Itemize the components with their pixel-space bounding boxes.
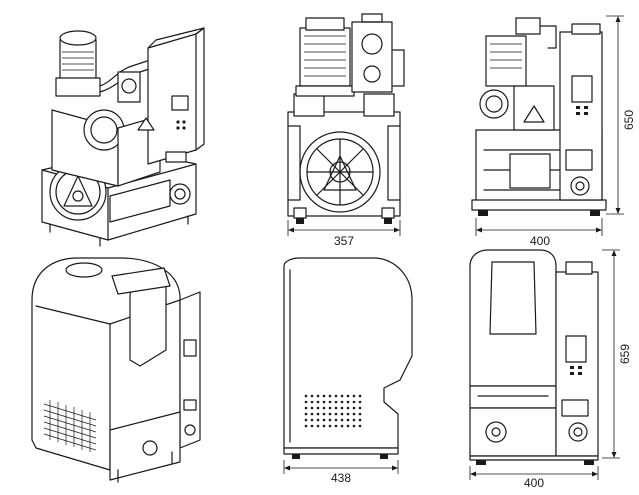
iso-view-enclosed-unit (31, 257, 201, 483)
dim-front-width: 357 (334, 234, 354, 248)
perforation-pattern (304, 394, 362, 428)
dim-enclosed-front-width: 400 (524, 476, 544, 490)
front-view-open-unit: 357 (287, 13, 405, 248)
dim-enclosed-side-width: 438 (331, 471, 351, 485)
vent-grid (43, 400, 97, 452)
dim-side-width: 400 (530, 234, 550, 248)
dim-enclosed-height: 659 (618, 344, 632, 364)
dim-side-height: 650 (622, 110, 636, 130)
side-view-enclosed-unit: 438 (283, 257, 413, 485)
side-view-open-unit: 400 650 (471, 15, 636, 248)
front-view-enclosed-unit: 400 659 (469, 249, 632, 490)
iso-view-open-unit (41, 27, 205, 247)
